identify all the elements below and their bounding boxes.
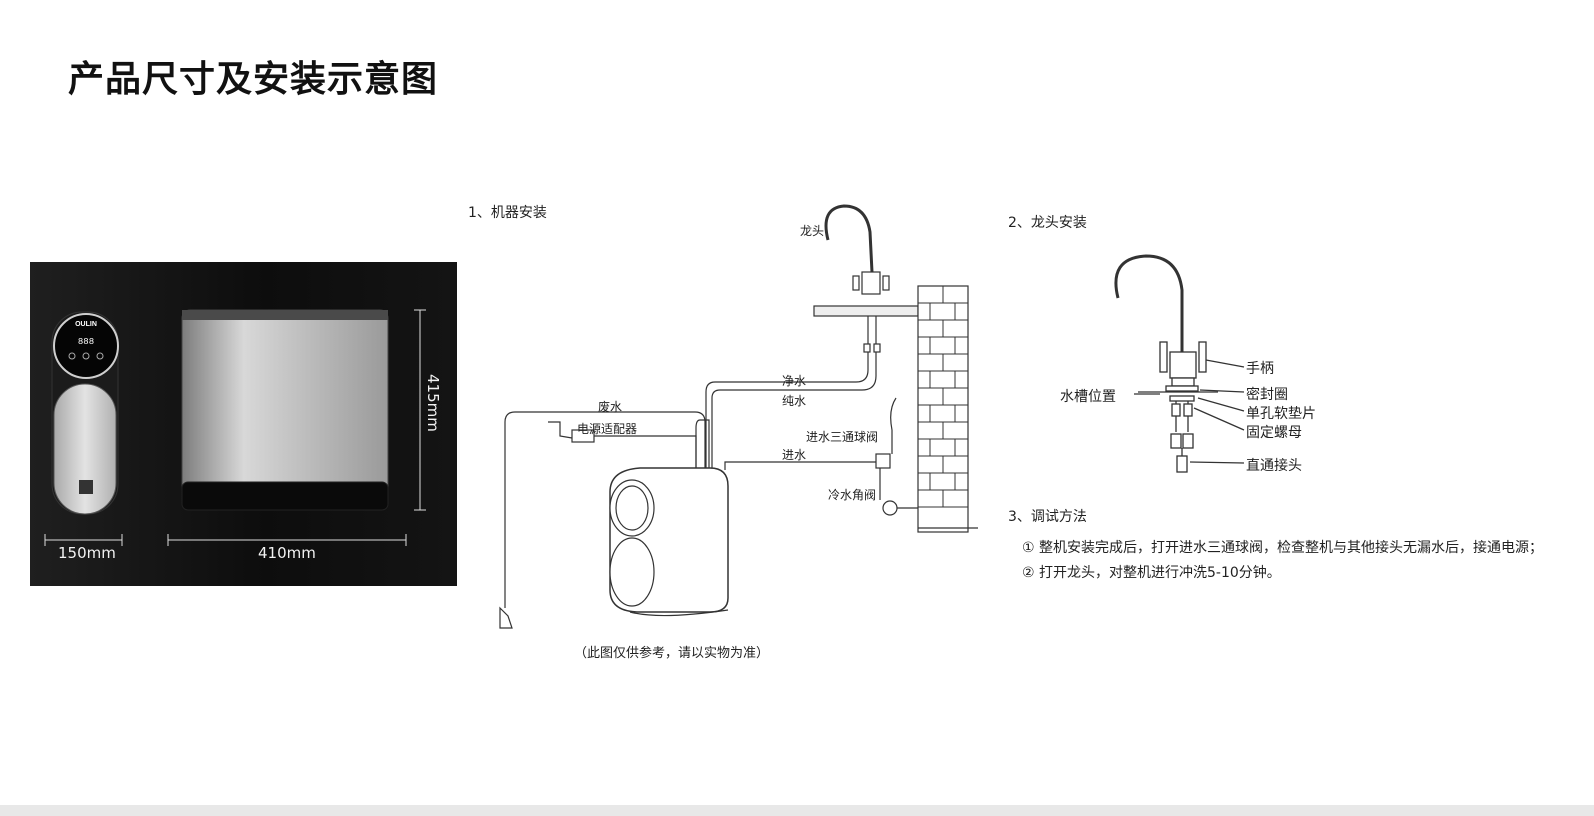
debug-heading: 3、调试方法: [1008, 509, 1087, 525]
brand-logo: OULIN: [75, 321, 97, 328]
product-photo: OULIN 888 415mm 150mm 410mm: [30, 262, 457, 586]
debug-step-1: ① 整机安装完成后，打开进水三通球阀，检查整机与其他接头无漏水后，接通电源；: [1022, 540, 1543, 556]
gasket-label: 单孔软垫片: [1246, 406, 1316, 422]
display-ring: [53, 313, 119, 379]
bottom-bar: [0, 805, 1594, 816]
handle-label: 手柄: [1246, 361, 1274, 377]
reference-note: （此图仅供参考，请以实物为准）: [574, 646, 770, 661]
depth-dimension: 150mm: [58, 544, 116, 562]
machine-install-heading: 1、机器安装: [468, 205, 547, 221]
faucet-install-heading: 2、龙头安装: [1008, 215, 1087, 231]
power-adapter-label: 电源适配器: [577, 422, 638, 436]
waste-water-label: 废水: [598, 400, 623, 414]
pure-water-label: 净水: [782, 374, 807, 388]
inlet-label: 进水: [782, 448, 807, 462]
angle-valve-label: 冷水角阀: [828, 488, 877, 502]
sink-position-label: 水槽位置: [1060, 389, 1116, 405]
width-dimension: 410mm: [258, 544, 316, 562]
page-title: 产品尺寸及安装示意图: [68, 59, 439, 100]
seal-ring-label: 密封圈: [1246, 387, 1288, 403]
display-digits: 888: [78, 337, 94, 347]
nut-label: 固定螺母: [1246, 425, 1302, 441]
debug-step-2: ② 打开龙头，对整机进行冲洗5-10分钟。: [1022, 565, 1281, 581]
purified-water-label: 纯水: [782, 394, 807, 408]
faucet-label: 龙头: [800, 224, 825, 238]
connector-label: 直通接头: [1246, 458, 1302, 474]
inlet-valve-label: 进水三通球阀: [806, 430, 879, 444]
product-illustration: OULIN 888: [44, 309, 426, 546]
